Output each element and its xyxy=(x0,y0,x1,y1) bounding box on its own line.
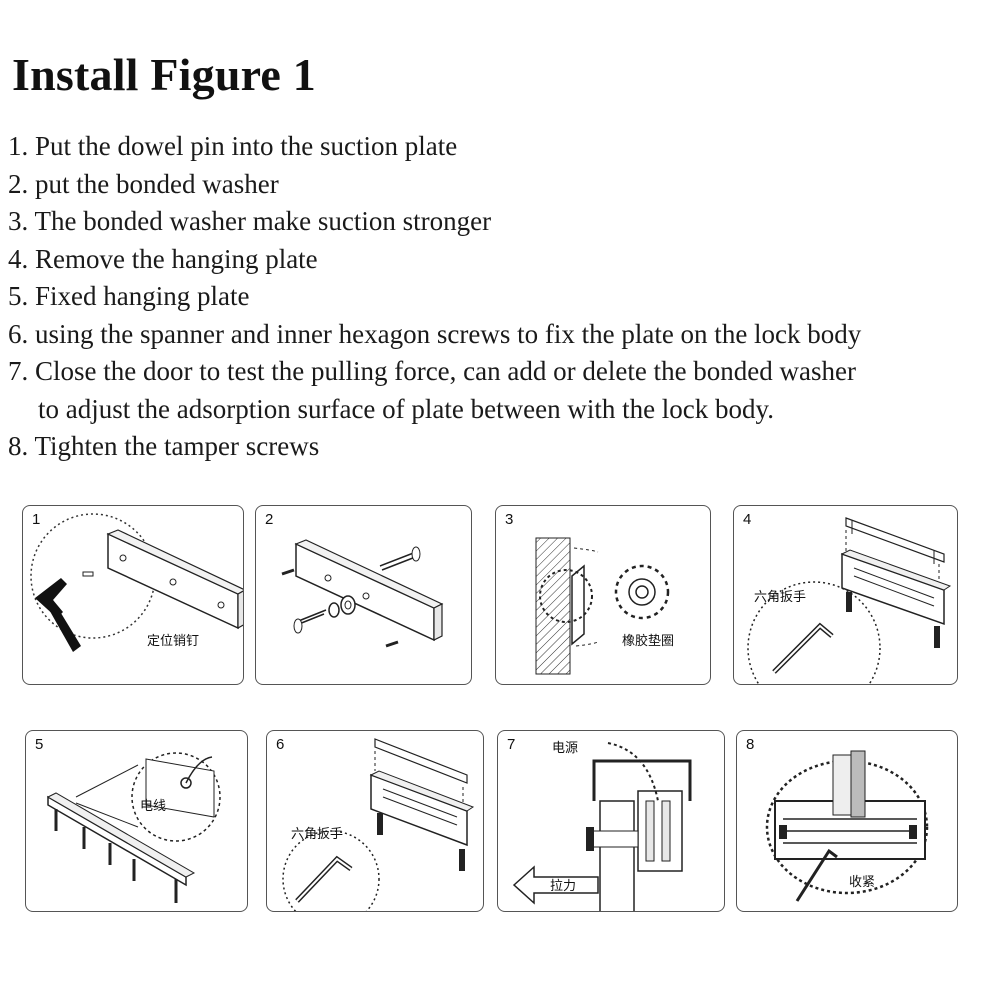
panel-number: 2 xyxy=(265,511,274,528)
panel-caption: 橡胶垫圈 xyxy=(622,634,675,649)
step-1: 1. Put the dowel pin into the suction pl… xyxy=(8,131,458,161)
panel-number: 8 xyxy=(746,736,755,753)
panel-caption: 收紧 xyxy=(849,875,876,890)
tamper-screw-illustration xyxy=(765,750,929,902)
panel-caption: 电源 xyxy=(552,741,579,756)
panel-number: 5 xyxy=(35,736,44,753)
panel-caption: 电线 xyxy=(140,799,167,814)
bonded-washer-illustration xyxy=(281,539,444,648)
arrow-left-icon xyxy=(512,865,599,905)
step-6: 6. using the spanner and inner hexagon s… xyxy=(8,318,862,349)
fixed-hanging-plate-illustration xyxy=(46,752,221,903)
step-8: 8. Tighten the tamper screws xyxy=(8,431,320,461)
figure-panel-6: 6 六角扳手 xyxy=(266,730,484,912)
panel-caption: 六角扳手 xyxy=(291,827,344,842)
pulling-force-test-illustration xyxy=(512,742,692,911)
figure-panel-8: 8 收紧 xyxy=(736,730,958,912)
rubber-washer-illustration xyxy=(535,537,670,675)
panel-number: 3 xyxy=(505,511,514,528)
panel-number: 1 xyxy=(32,511,41,528)
step-7: 7. Close the door to test the pulling fo… xyxy=(8,356,856,386)
step-3: 3. The bonded washer make suction strong… xyxy=(8,206,492,236)
step-2: 2. put the bonded washer xyxy=(8,168,279,199)
panel-caption: 定位销钉 xyxy=(147,634,200,649)
hanging-plate-illustration xyxy=(747,517,952,684)
dowel-pin-illustration xyxy=(30,513,243,652)
page-title: Install Figure 1 xyxy=(12,49,316,100)
figure-panel-4: 4 六角扳手 xyxy=(733,505,958,685)
panel-caption: 六角扳手 xyxy=(754,590,807,605)
panel-number: 6 xyxy=(276,736,285,753)
panel-number: 7 xyxy=(507,736,516,753)
step-4: 4. Remove the hanging plate xyxy=(8,243,318,274)
instruction-list: 1. Put the dowel pin into the suction pl… xyxy=(8,128,998,466)
figure-panel-5: 5 电线 xyxy=(25,730,248,912)
panel-caption-secondary: 拉力 xyxy=(550,879,577,894)
figure-panel-2: 2 xyxy=(255,505,472,685)
step-7-continued: to adjust the adsorption surface of plat… xyxy=(38,393,775,424)
figure-panel-3: 3 橡胶垫圈 xyxy=(495,505,711,685)
hammer-icon xyxy=(35,578,81,652)
panel-number: 4 xyxy=(743,511,752,528)
hex-wrench-icon xyxy=(772,622,834,674)
step-5: 5. Fixed hanging plate xyxy=(8,281,250,311)
spanner-screw-illustration xyxy=(282,738,475,911)
figure-panel-7: 7 电源 拉力 xyxy=(497,730,725,912)
figure-panel-1: 1 定位销钉 xyxy=(22,505,244,685)
